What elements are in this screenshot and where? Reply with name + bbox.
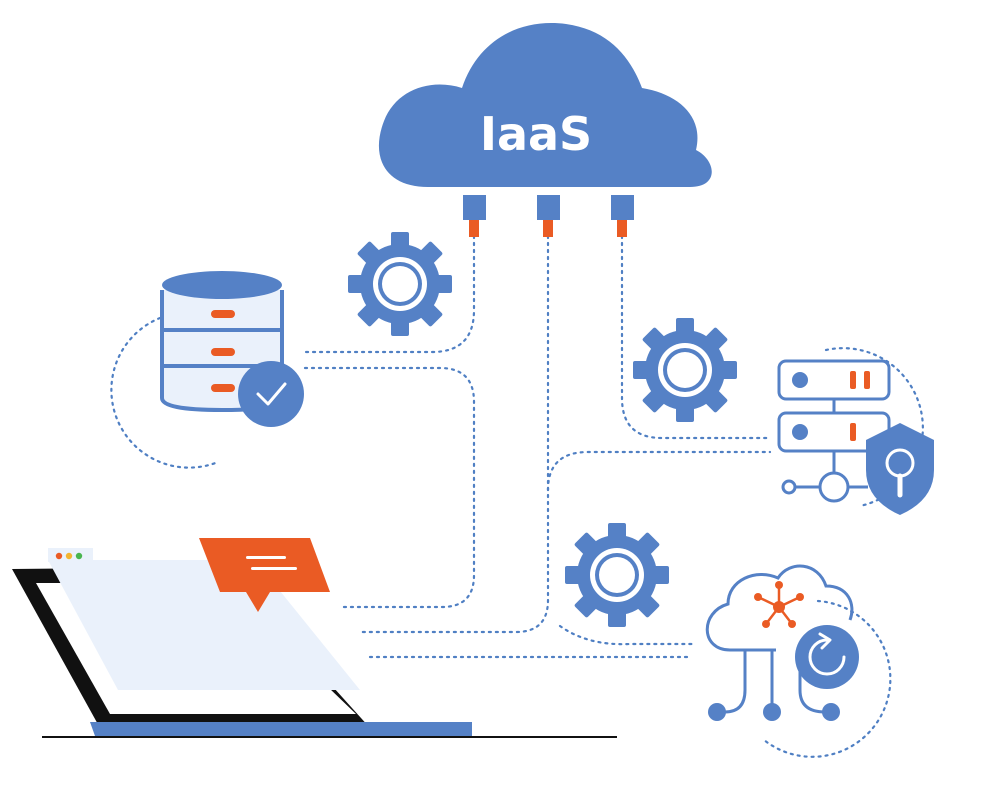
cloud-icon: IaaS	[378, 23, 712, 188]
connector-lines	[110, 234, 924, 758]
database-check-icon	[160, 271, 304, 427]
cloud-connectors	[463, 195, 634, 237]
cloud-label: IaaS	[480, 107, 592, 161]
chat-bubble-icon	[199, 538, 330, 612]
cloud-network-sync-icon	[705, 564, 859, 721]
server-shield-icon	[777, 359, 934, 515]
gear-icon	[633, 318, 737, 422]
gear-icon	[565, 523, 669, 627]
laptop-icon	[12, 548, 617, 738]
gear-icon	[348, 232, 452, 336]
